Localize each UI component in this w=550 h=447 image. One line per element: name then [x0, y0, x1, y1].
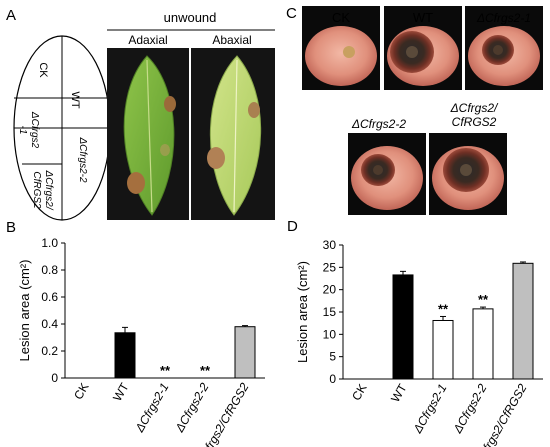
- layout-label-comp-line1: ΔCfrgs2/: [43, 170, 54, 211]
- chart-b-ytick-label: 1.0: [41, 236, 58, 250]
- chart-d-bar: [432, 319, 454, 380]
- panel-label-b: B: [6, 219, 16, 236]
- apple-label-comp-line1: ΔCfrgs2/: [450, 101, 499, 115]
- apple-mutant1: [468, 26, 540, 86]
- chart-d-ylabel: Lesion area (cm²): [295, 261, 310, 363]
- chart-d-significance: **: [438, 301, 449, 316]
- apple-wt: [387, 26, 459, 86]
- chart-b-category-label: CK: [71, 381, 91, 402]
- chart-d-ytick-label: 5: [329, 350, 336, 364]
- apple-label-mutant1: ΔCfrgs2-1: [476, 11, 531, 25]
- chart-b-ytick-label: 0.8: [41, 263, 58, 277]
- chart-d-ytick-label: 15: [323, 305, 337, 319]
- chart-d-ytick-label: 10: [323, 327, 337, 341]
- apple-label-comp-line2: CfRGS2: [452, 115, 497, 129]
- chart-b-ylabel: Lesion area (cm²): [17, 260, 32, 362]
- leaf-photo-abaxial: [191, 48, 275, 220]
- apple-ck: [305, 26, 377, 86]
- apple-photos: CK WT ΔCfrgs2-1 ΔCfrgs2-2 ΔCfrgs2/ CfRGS…: [302, 6, 543, 215]
- chart-b-bar: [234, 326, 256, 379]
- chart-d-bar: [472, 308, 494, 380]
- chart-b-ytick-label: 0: [51, 371, 58, 385]
- chart-b-category-label: WT: [110, 380, 132, 404]
- layout-label-comp-line2: CfRGS2: [31, 171, 42, 209]
- layout-label-wt: WT: [69, 91, 81, 108]
- chart-d-category-label: ΔCfrgs2-1: [410, 382, 450, 437]
- layout-label-mutant1-line1: ΔCfrgs2: [29, 111, 40, 149]
- layout-label-ck: CK: [37, 62, 49, 78]
- chart-d-category-label: WT: [388, 381, 410, 405]
- chart-b-significance: **: [160, 363, 171, 378]
- chart-d-category-label: CK: [349, 382, 369, 403]
- chart-b-significance: **: [200, 363, 211, 378]
- chart-b-ytick-label: 0.2: [41, 344, 58, 358]
- leaf-header-unwound: unwound: [164, 10, 217, 25]
- chart-d-bar: [392, 274, 414, 380]
- apple-complemented: [432, 146, 504, 210]
- apple-label-ck: CK: [332, 10, 350, 25]
- chart-b-bar: [114, 332, 136, 379]
- chart-d-bar: [512, 262, 534, 380]
- panel-label-d: D: [287, 218, 298, 235]
- apple-mutant2: [351, 146, 423, 210]
- chart-b-category-label: ΔCfrgs2-1: [132, 381, 172, 436]
- apple-label-wt: WT: [413, 10, 433, 25]
- panel-label-c: C: [286, 5, 297, 22]
- layout-label-mutant1-line2: -1: [17, 126, 28, 135]
- chart-d-category-label: ΔCfrgs2-2: [450, 381, 490, 436]
- leaf-photo-adaxial: [107, 48, 189, 220]
- chart-b-ytick-label: 0.4: [41, 317, 58, 331]
- panel-label-a: A: [6, 7, 16, 24]
- chart-d-ytick-label: 20: [323, 283, 337, 297]
- layout-label-mutant2: ΔCfrgs2-2: [77, 136, 88, 182]
- leaf-label-adaxial: Adaxial: [128, 33, 167, 47]
- chart-d-ytick-label: 30: [323, 238, 337, 252]
- chart-b-category-label: ΔCfrgs2-2: [172, 380, 212, 435]
- chart-b-ytick-label: 0.6: [41, 290, 58, 304]
- chart-d-significance: **: [478, 292, 489, 307]
- inoculation-layout-diagram: CK WT ΔCfrgs2 -1 ΔCfrgs2-2 ΔCfrgs2/ CfRG…: [13, 35, 111, 221]
- leaf-label-abaxial: Abaxial: [212, 33, 251, 47]
- apple-label-mutant2: ΔCfrgs2-2: [351, 117, 406, 131]
- chart-d-ytick-label: 0: [329, 372, 336, 386]
- chart-d-ytick-label: 25: [323, 260, 337, 274]
